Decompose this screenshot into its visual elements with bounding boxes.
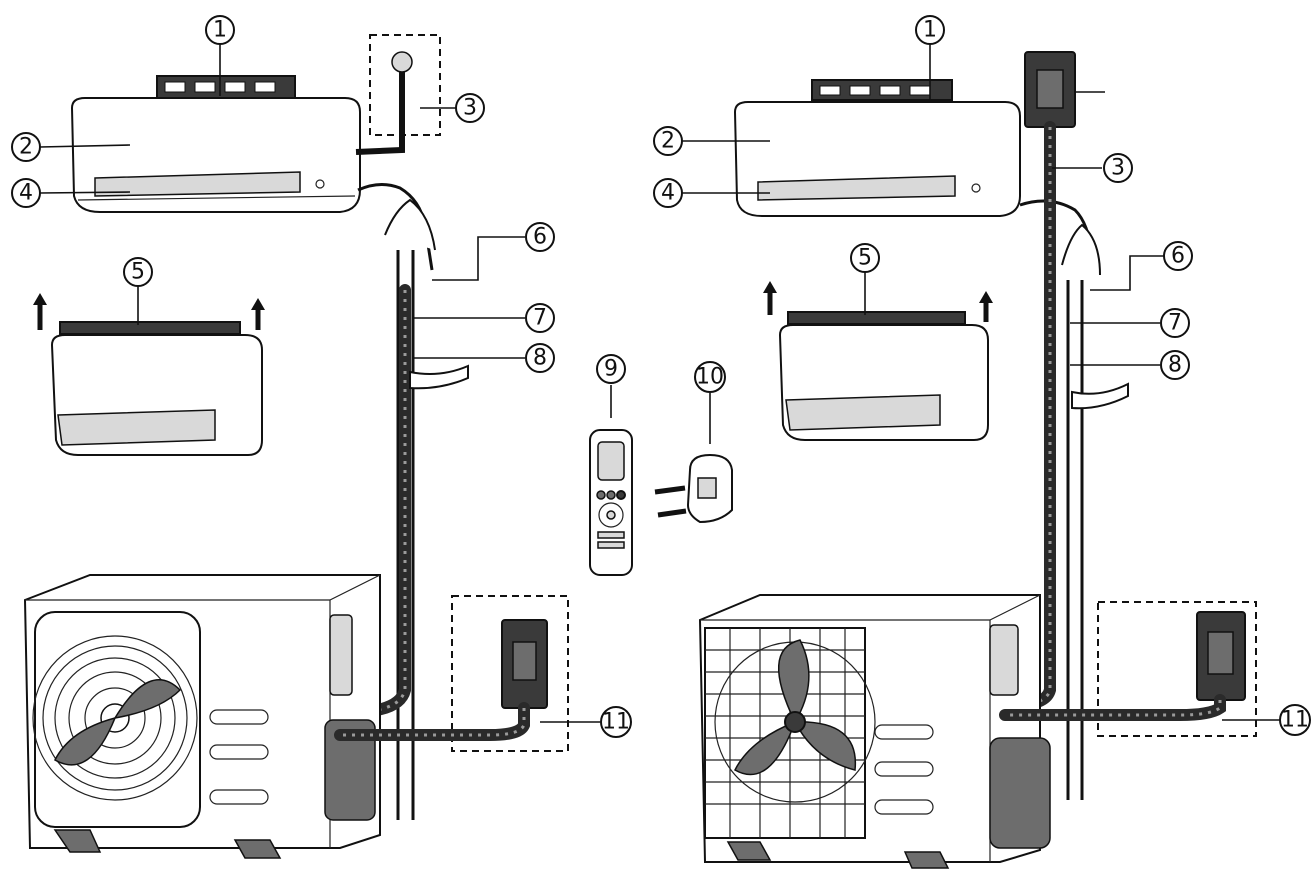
mounting-plate-icon: [811, 79, 953, 101]
indoor-unit-icon: [70, 97, 361, 213]
svg-text:10: 10: [696, 365, 724, 390]
callout-5-left: 5: [123, 257, 153, 287]
svg-text:6: 6: [1171, 244, 1185, 269]
svg-text:4: 4: [19, 181, 33, 206]
callout-11-left: 11: [600, 706, 632, 738]
callout-6-left: 6: [525, 222, 555, 252]
callout-11-right: 11: [1279, 704, 1311, 736]
svg-text:9: 9: [604, 357, 618, 382]
wifi-module-icon: [1024, 51, 1076, 128]
svg-text:1: 1: [923, 18, 937, 43]
wifi-module-icon: [999, 611, 1246, 721]
callout-8-left: 8: [525, 343, 555, 373]
svg-text:8: 8: [533, 346, 547, 371]
right-view: 1 2 3 4 5 6 7 8 11: [653, 15, 1311, 869]
callout-6-right: 6: [1163, 241, 1193, 271]
indoor-unit-lifted: [33, 293, 265, 456]
callout-1-right: 1: [915, 15, 945, 45]
callout-10: 10: [694, 361, 726, 393]
callout-3-left: 3: [455, 93, 485, 123]
svg-text:1: 1: [213, 18, 227, 43]
svg-text:5: 5: [131, 260, 145, 285]
remote-control-icon: [589, 429, 633, 576]
svg-text:6: 6: [533, 225, 547, 250]
callout-9: 9: [596, 354, 626, 384]
svg-text:11: 11: [1281, 708, 1309, 733]
wifi-module-box: [1097, 601, 1257, 737]
callout-5-right: 5: [850, 243, 880, 273]
callout-2-left: 2: [11, 132, 41, 162]
svg-text:8: 8: [1168, 353, 1182, 378]
svg-text:7: 7: [533, 306, 547, 331]
indoor-unit-icon: [733, 101, 1021, 217]
callout-8-right: 8: [1160, 350, 1190, 380]
svg-text:3: 3: [463, 96, 477, 121]
power-plug-icon: [355, 51, 413, 155]
callout-4-left: 4: [11, 178, 41, 208]
wifi-module-icon: [334, 619, 548, 741]
outdoor-unit-icon: [698, 594, 1051, 869]
svg-text:7: 7: [1168, 311, 1182, 336]
outdoor-unit-icon: [23, 574, 381, 859]
svg-text:3: 3: [1111, 156, 1125, 181]
mounting-plate-icon: [156, 75, 296, 99]
left-view: 1 2 3 4 5 6 7 8 11: [11, 15, 632, 859]
svg-text:2: 2: [19, 135, 33, 160]
callout-7-left: 7: [525, 303, 555, 333]
svg-text:5: 5: [858, 246, 872, 271]
callout-2-right: 2: [653, 126, 683, 156]
svg-text:11: 11: [602, 710, 630, 735]
callout-4-right: 4: [653, 178, 683, 208]
remote-holder-icon: [654, 453, 733, 524]
center-accessories: 9 10: [589, 354, 733, 576]
callout-7-right: 7: [1160, 308, 1190, 338]
callout-1-left: 1: [205, 15, 235, 45]
svg-text:4: 4: [661, 181, 675, 206]
svg-text:2: 2: [661, 129, 675, 154]
indoor-unit-lifted: [763, 281, 993, 441]
callout-3-right: 3: [1103, 153, 1133, 183]
wifi-module-box: [451, 595, 569, 752]
